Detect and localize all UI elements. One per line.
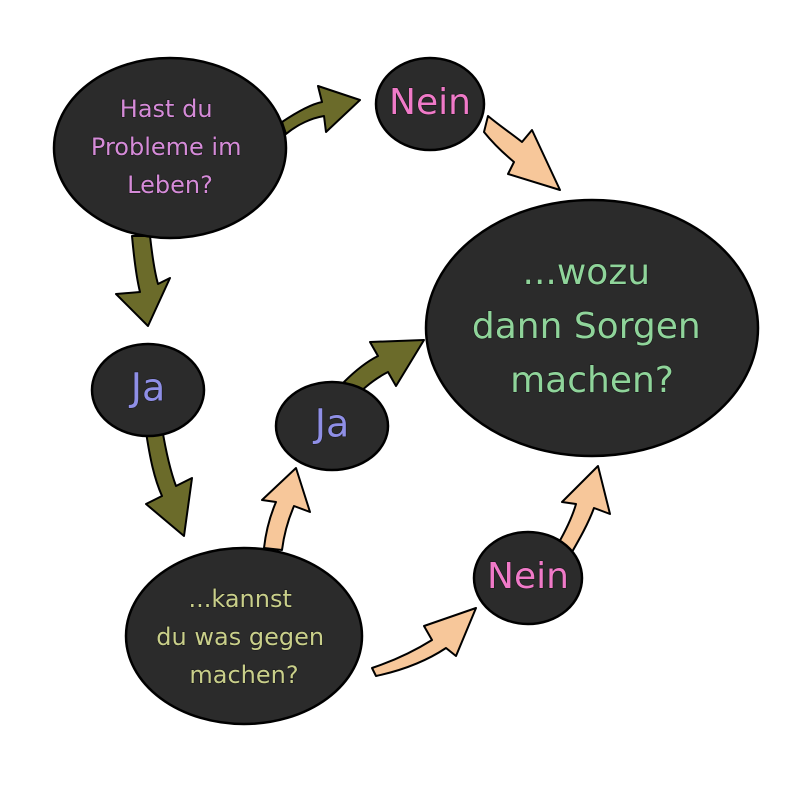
bubble-conclusion bbox=[424, 198, 760, 458]
bubble-kannst bbox=[124, 546, 364, 726]
bubble-nein-bottom bbox=[472, 530, 584, 626]
ja-left-text: Ja bbox=[129, 366, 166, 410]
problems-line-1: Hast du bbox=[120, 95, 213, 123]
arrow-ja-left-to-kannst bbox=[145, 427, 193, 537]
nein-top-text: Nein bbox=[389, 82, 471, 123]
problems-line-2: Probleme im bbox=[91, 133, 242, 161]
problems-question-text: Hast du Probleme im Leben? bbox=[91, 95, 249, 199]
ja-middle-text: Ja bbox=[313, 402, 350, 446]
arrow-problems-to-ja-left bbox=[115, 235, 171, 327]
arrow-problems-to-nein-top bbox=[281, 85, 361, 135]
bubble-nein-top bbox=[374, 56, 486, 152]
arrow-nein-top-to-conclusion bbox=[483, 115, 561, 191]
bubble-ja-middle bbox=[274, 380, 390, 472]
conclusion-line-3: machen? bbox=[510, 360, 674, 401]
conclusion-text: ...wozu dann Sorgen machen? bbox=[472, 252, 712, 401]
kannst-line-3: machen? bbox=[189, 661, 298, 689]
arrow-ja-middle-to-conclusion bbox=[343, 339, 425, 397]
conclusion-line-2: dann Sorgen bbox=[472, 306, 701, 347]
kannst-line-1: ...kannst bbox=[188, 585, 291, 613]
bubble-problems bbox=[52, 56, 288, 240]
bubble-ja-left bbox=[90, 342, 206, 438]
conclusion-line-1: ...wozu bbox=[523, 252, 651, 293]
kannst-question-text: ...kannst du was gegen machen? bbox=[156, 585, 331, 689]
nein-bottom-text: Nein bbox=[487, 556, 569, 597]
kannst-line-2: du was gegen bbox=[156, 623, 324, 651]
arrow-nein-bottom-to-conclusion bbox=[557, 465, 611, 553]
arrow-kannst-to-ja-middle bbox=[261, 467, 311, 551]
problems-line-3: Leben? bbox=[127, 171, 213, 199]
arrow-kannst-to-nein-bottom bbox=[371, 607, 477, 677]
